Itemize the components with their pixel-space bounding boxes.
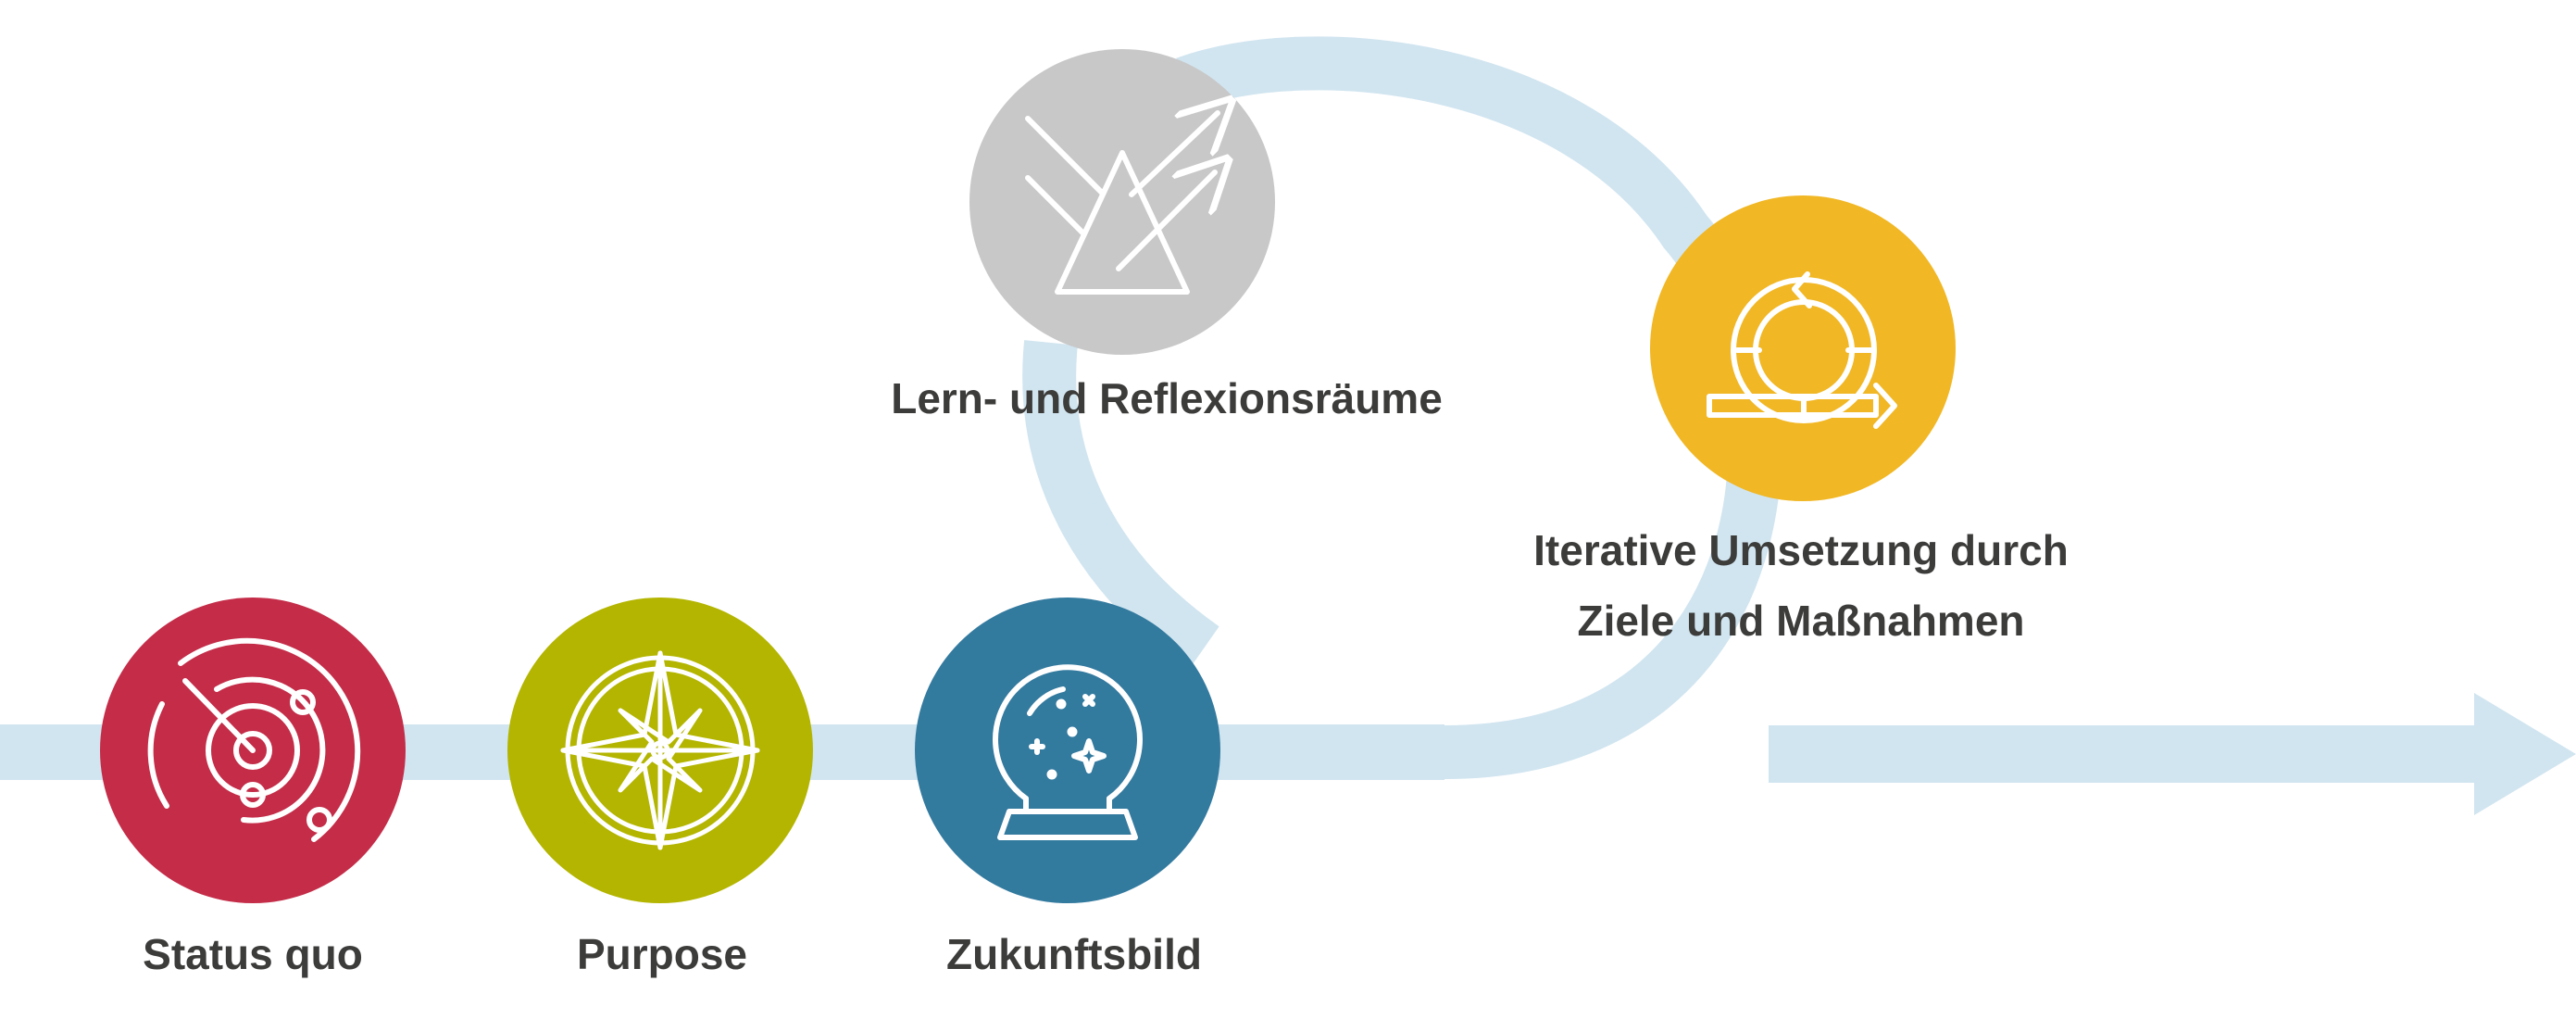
iterative-umsetzung-label-line1: Iterative Umsetzung durch bbox=[1533, 526, 2069, 574]
prism-icon bbox=[1025, 113, 1218, 295]
step-iterativ bbox=[1650, 195, 1956, 501]
step-lern bbox=[969, 49, 1275, 355]
lern-reflexion-label: Lern- und Reflexionsräume bbox=[891, 374, 1443, 422]
step-purpose bbox=[507, 598, 813, 903]
flow-exit-shaft bbox=[1769, 725, 2482, 783]
iterativ-circle bbox=[1650, 195, 1956, 501]
crystal-ball-icon bbox=[993, 664, 1143, 840]
compass-rose-icon bbox=[560, 650, 760, 850]
step-status bbox=[100, 598, 406, 903]
zukunftsbild-label: Zukunftsbild bbox=[946, 930, 1202, 978]
purpose-label: Purpose bbox=[576, 930, 748, 978]
step-zukunft bbox=[915, 598, 1220, 903]
radar-icon bbox=[147, 637, 361, 842]
lern-circle bbox=[969, 49, 1275, 355]
status-quo-label: Status quo bbox=[143, 930, 363, 978]
zukunft-circle bbox=[915, 598, 1220, 903]
flow-arrow-head bbox=[2474, 693, 2576, 815]
iterative-umsetzung-label: Iterative Umsetzung durch Ziele und Maßn… bbox=[1444, 515, 2157, 656]
flow-loop-inner bbox=[1022, 340, 1219, 671]
iteration-cycle-icon bbox=[1707, 271, 1897, 429]
iterative-umsetzung-label-line2: Ziele und Maßnahmen bbox=[1577, 597, 2025, 645]
